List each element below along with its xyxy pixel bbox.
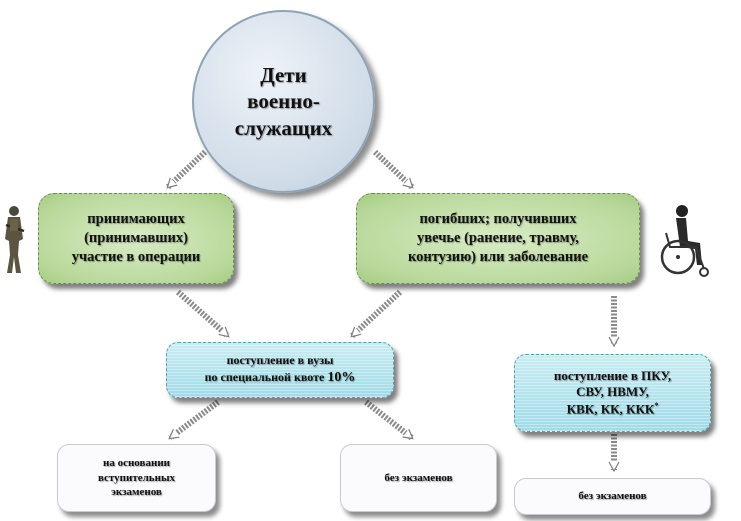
arrow-quota-to-noexam (364, 399, 414, 441)
no-exams-box-right: без экзаменов (514, 478, 711, 515)
no-exams-box: без экзаменов (340, 444, 497, 512)
arrow-root-to-right (372, 149, 415, 190)
military-line-2: СВУ, НВМУ, (576, 384, 649, 400)
no-exams-label: без экзаменов (384, 471, 453, 484)
wheelchair-person-icon (660, 205, 709, 277)
military-line-1: поступление в ПКУ, (553, 367, 672, 383)
military-line-3: КВК, КК, ККК (566, 401, 655, 417)
exam-line: на основании (103, 456, 170, 469)
military-footnote-mark: * (654, 401, 659, 411)
quota-value: 10% (327, 369, 356, 385)
exam-line: вступительных (97, 471, 176, 484)
root-line: Дети (260, 63, 307, 88)
soldier-icon (5, 206, 25, 273)
branch-left-line: участие в операции (71, 248, 201, 265)
branch-killed-or-injured: погибших; получивших увечье (ранение, тр… (356, 193, 640, 284)
root-line: военно- (247, 89, 320, 114)
no-exams-right-label: без экзаменов (578, 490, 647, 503)
military-schools-box: поступление в ПКУ, СВУ, НВМУ, КВК, КК, К… (514, 354, 711, 432)
quota-line-2: по специальной квоте (204, 369, 325, 384)
quota-admission-box: поступление в вузы по специальной квоте … (166, 342, 394, 398)
arrow-root-to-left (165, 149, 208, 190)
branch-participants: принимающих (принимавших) участие в опер… (38, 193, 234, 284)
branch-left-line: (принимавших) (84, 230, 188, 247)
exam-line: экзаменов (111, 486, 162, 499)
root-node-children-of-servicemen: Дети военно- служащих (192, 10, 375, 193)
arrow-quota-to-exams (168, 399, 220, 441)
arrow-left-to-quota (176, 289, 230, 339)
branch-left-line: принимающих (87, 211, 185, 228)
root-line: служащих (234, 115, 333, 140)
entrance-exams-box: на основании вступительных экзаменов (57, 444, 216, 512)
quota-line-1: поступление в вузы (226, 353, 334, 368)
branch-right-line: контузию) или заболевание (407, 248, 589, 265)
branch-right-line: погибших; получивших (419, 211, 577, 228)
arrow-right-to-quota (349, 289, 403, 339)
branch-right-line: увечье (ранение, травму, (417, 230, 579, 247)
